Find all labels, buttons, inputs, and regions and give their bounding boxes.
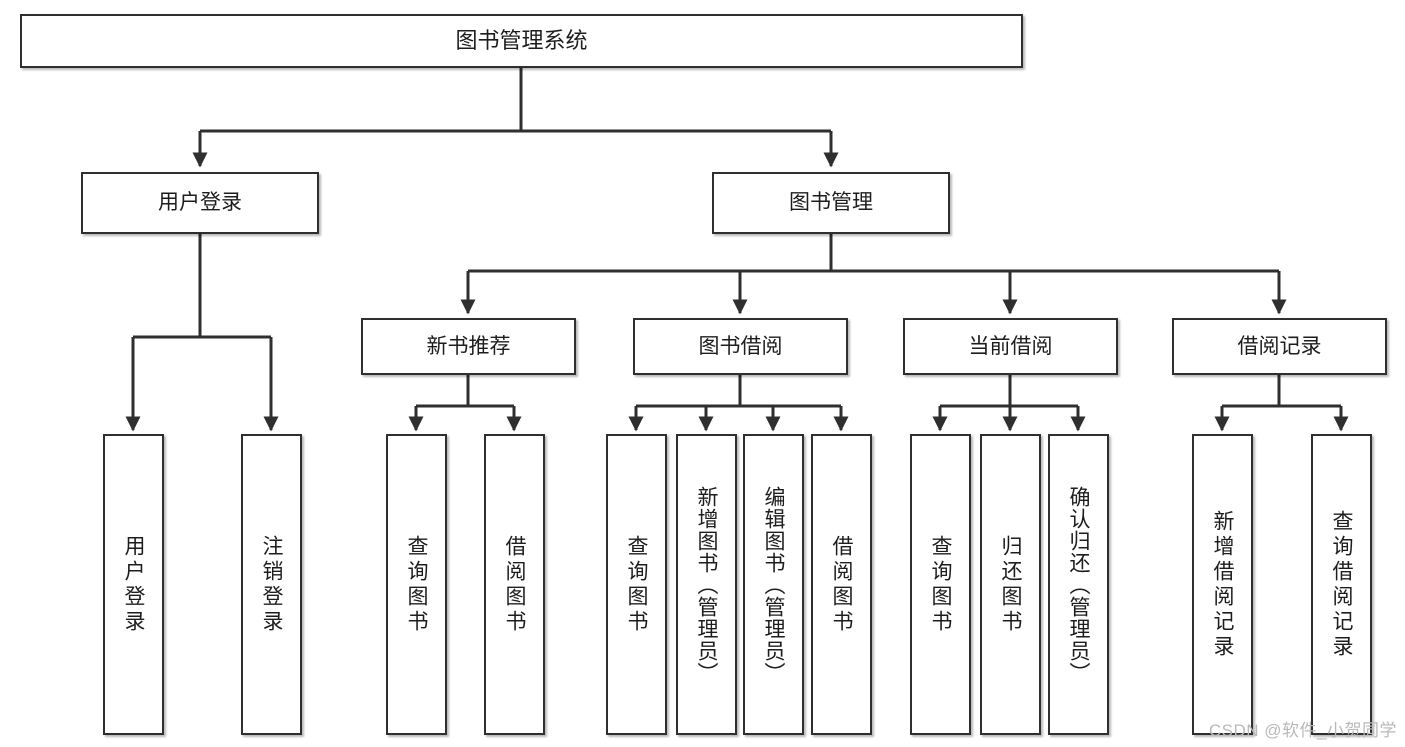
node-book-borrow[interactable]: 图书借阅 (633, 318, 848, 375)
node-user-login[interactable]: 用户登录 (81, 172, 319, 234)
node-borrow-record[interactable]: 借阅记录 (1172, 318, 1387, 375)
node-label: 用户登录 (122, 534, 145, 635)
leaf-borrow-book[interactable]: 借阅图书 (811, 434, 872, 735)
node-label: 查询图书 (625, 534, 648, 635)
leaf-borrow-book-recommend[interactable]: 借阅图书 (484, 434, 545, 735)
leaf-confirm-return-admin[interactable]: 确认归还（管理员） (1048, 434, 1109, 735)
node-new-book-recommend[interactable]: 新书推荐 (361, 318, 576, 375)
watermark-text: CSDN @软件_小贺同学 (1208, 721, 1397, 740)
leaf-return-book[interactable]: 归还图书 (980, 434, 1041, 735)
node-label: 查询图书 (405, 534, 428, 635)
node-label: 新增图书（管理员） (695, 485, 718, 684)
leaf-query-book-recommend[interactable]: 查询图书 (386, 434, 447, 735)
leaf-logout-login[interactable]: 注销登录 (241, 434, 302, 735)
node-label: 借阅图书 (830, 534, 853, 635)
node-label: 图书借阅 (698, 334, 783, 358)
node-label: 编辑图书（管理员） (762, 485, 785, 684)
node-label: 查询借阅记录 (1330, 509, 1353, 660)
node-label: 当前借阅 (968, 334, 1053, 358)
node-label: 新书推荐 (426, 334, 511, 358)
node-label: 借阅图书 (503, 534, 526, 635)
node-label: 注销登录 (260, 534, 283, 635)
node-book-management[interactable]: 图书管理 (712, 172, 950, 234)
node-label: 归还图书 (999, 534, 1022, 635)
leaf-query-book-borrow[interactable]: 查询图书 (606, 434, 667, 735)
leaf-user-login[interactable]: 用户登录 (103, 434, 164, 735)
node-current-borrow[interactable]: 当前借阅 (903, 318, 1118, 375)
node-label: 查询图书 (929, 534, 952, 635)
node-label: 确认归还（管理员） (1067, 485, 1090, 684)
leaf-query-book-current[interactable]: 查询图书 (910, 434, 971, 735)
node-label: 借阅记录 (1237, 334, 1322, 358)
node-label: 新增借阅记录 (1211, 509, 1234, 660)
leaf-add-borrow-record[interactable]: 新增借阅记录 (1192, 434, 1253, 735)
node-label: 图书管理 (789, 191, 873, 215)
leaf-edit-book-admin[interactable]: 编辑图书（管理员） (743, 434, 804, 735)
node-label: 图书管理系统 (455, 27, 588, 53)
leaf-query-borrow-record[interactable]: 查询借阅记录 (1311, 434, 1372, 735)
leaf-add-book-admin[interactable]: 新增图书（管理员） (676, 434, 737, 735)
node-label: 用户登录 (158, 191, 242, 215)
node-root-system[interactable]: 图书管理系统 (20, 14, 1023, 68)
